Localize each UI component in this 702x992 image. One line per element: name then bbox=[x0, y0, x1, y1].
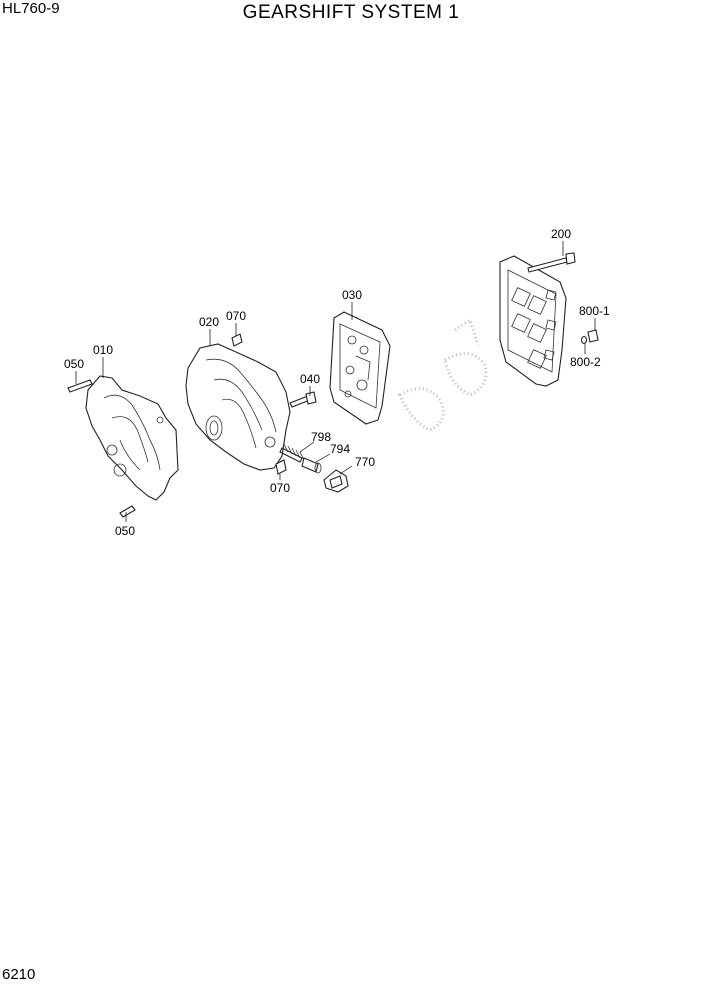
model-code: HL760-9 bbox=[2, 0, 60, 17]
page-number: 6210 bbox=[2, 966, 36, 983]
callout-770: 770 bbox=[355, 455, 375, 469]
part-050-pin-lower bbox=[119, 505, 136, 518]
part-200-bolt bbox=[527, 252, 576, 273]
part-050-pin-upper bbox=[67, 379, 93, 393]
part-010-plate bbox=[85, 375, 179, 501]
part-070-plug-upper bbox=[231, 333, 243, 347]
part-800-2-ring bbox=[580, 335, 588, 345]
part-770-valve bbox=[323, 469, 349, 493]
callout-800-2: 800-2 bbox=[570, 355, 601, 369]
part-798-spring bbox=[279, 443, 305, 463]
callout-040: 040 bbox=[300, 372, 320, 386]
part-800-1-plug bbox=[587, 329, 599, 343]
part-030-intermediate-plate bbox=[329, 311, 391, 425]
callout-010: 010 bbox=[93, 343, 113, 357]
callout-794: 794 bbox=[330, 442, 350, 456]
part-020-housing bbox=[185, 343, 291, 471]
callout-050-upper: 050 bbox=[64, 357, 84, 371]
page-title: GEARSHIFT SYSTEM 1 bbox=[242, 2, 460, 23]
callout-798: 798 bbox=[311, 430, 331, 444]
watermark bbox=[398, 317, 488, 432]
callout-070-upper: 070 bbox=[226, 309, 246, 323]
callout-020: 020 bbox=[199, 315, 219, 329]
callout-800-1: 800-1 bbox=[579, 304, 610, 318]
part-794-piston bbox=[301, 457, 322, 474]
callout-070-lower: 070 bbox=[270, 481, 290, 495]
part-040-screw bbox=[289, 391, 317, 408]
leader-lines bbox=[75, 241, 596, 522]
callout-050-lower: 050 bbox=[115, 524, 135, 538]
callout-200: 200 bbox=[551, 227, 571, 241]
part-200-valve-block bbox=[499, 255, 567, 387]
callout-030: 030 bbox=[342, 288, 362, 302]
part-070-plug-lower bbox=[275, 459, 287, 475]
